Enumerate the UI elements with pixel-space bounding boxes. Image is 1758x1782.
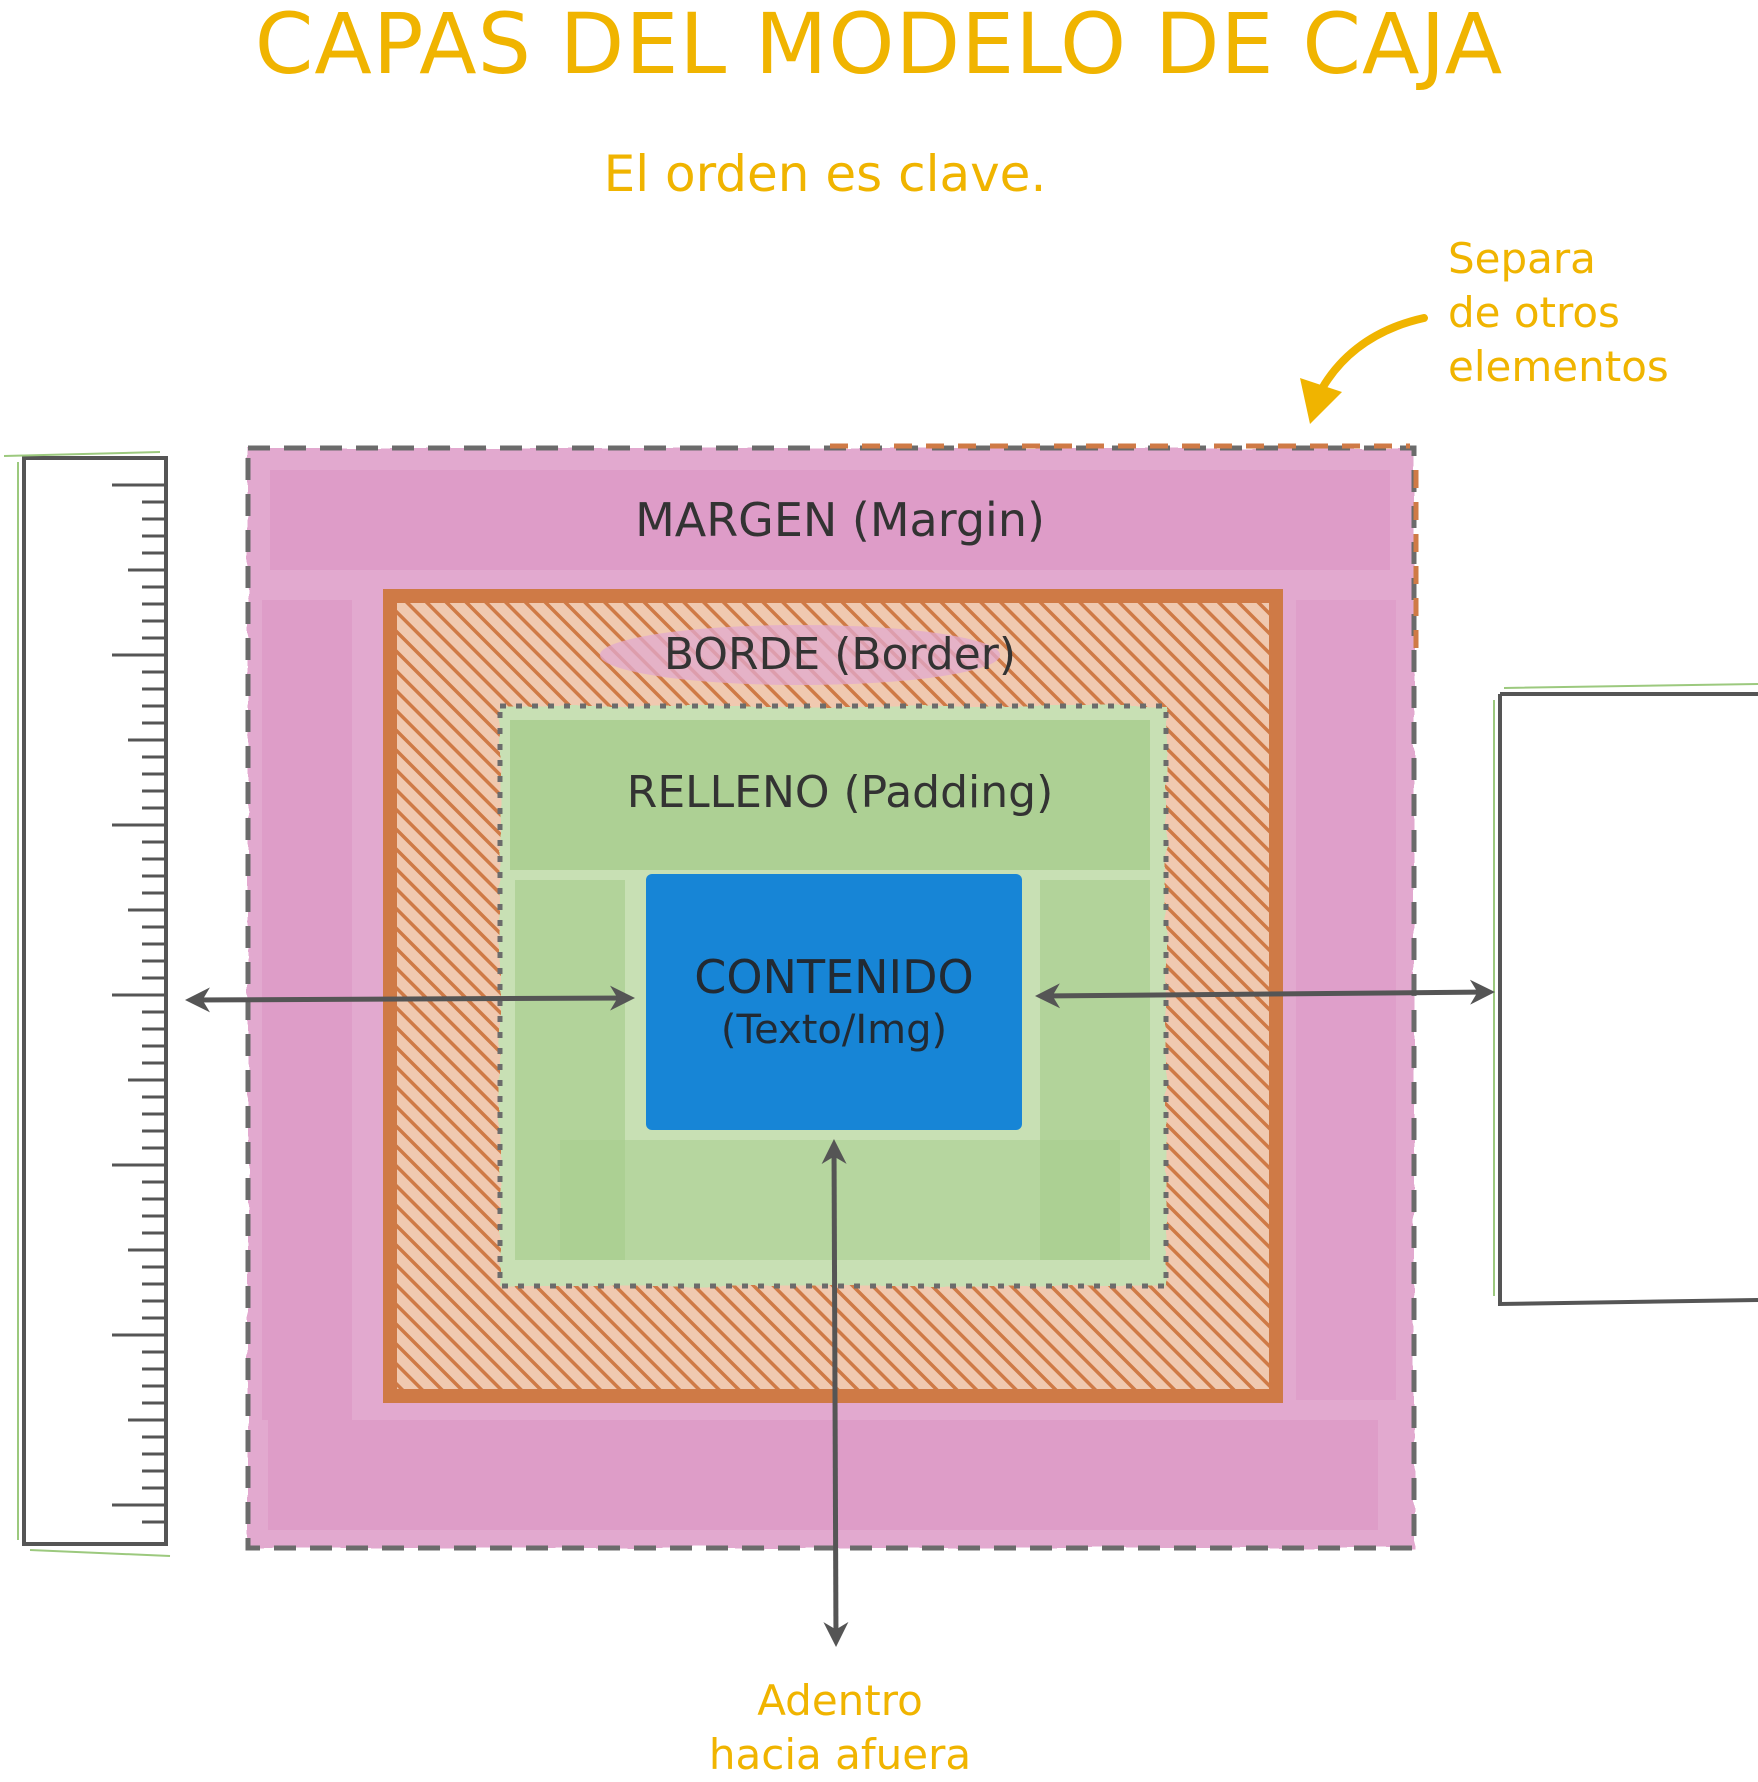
neighbor-element-box [1493,683,1758,1307]
margin-label: MARGEN (Margin) [635,493,1045,547]
border-label: BORDE (Border) [663,629,1017,680]
note-separa: Separa de otros elementos [1448,232,1748,394]
content-box: CONTENIDO (Texto/Img) [646,874,1022,1130]
note-adentro: Adentro hacia afuera [600,1674,1080,1782]
down-arrow [821,1139,849,1647]
note-adentro-line: hacia afuera [708,1730,972,1779]
content-label: CONTENIDO [694,950,974,1004]
note-separa-line: Separa [1448,234,1596,283]
left-ruler [3,451,171,1557]
diagram-subtitle: El orden es clave. [603,145,1047,203]
diagram-title: CAPAS DEL MODELO DE CAJA [254,0,1504,93]
note-adentro-line: Adentro [757,1676,923,1725]
content-sublabel: (Texto/Img) [720,1007,948,1053]
size-arrows [185,979,1495,1647]
left-arrow [185,985,635,1013]
right-arrow [1035,979,1495,1009]
note-separa-line: elementos [1448,342,1669,391]
note-separa-line: de otros [1448,288,1620,337]
padding-label: RELLENO (Padding) [626,767,1054,818]
curved-pointer-arrow [1300,314,1428,424]
